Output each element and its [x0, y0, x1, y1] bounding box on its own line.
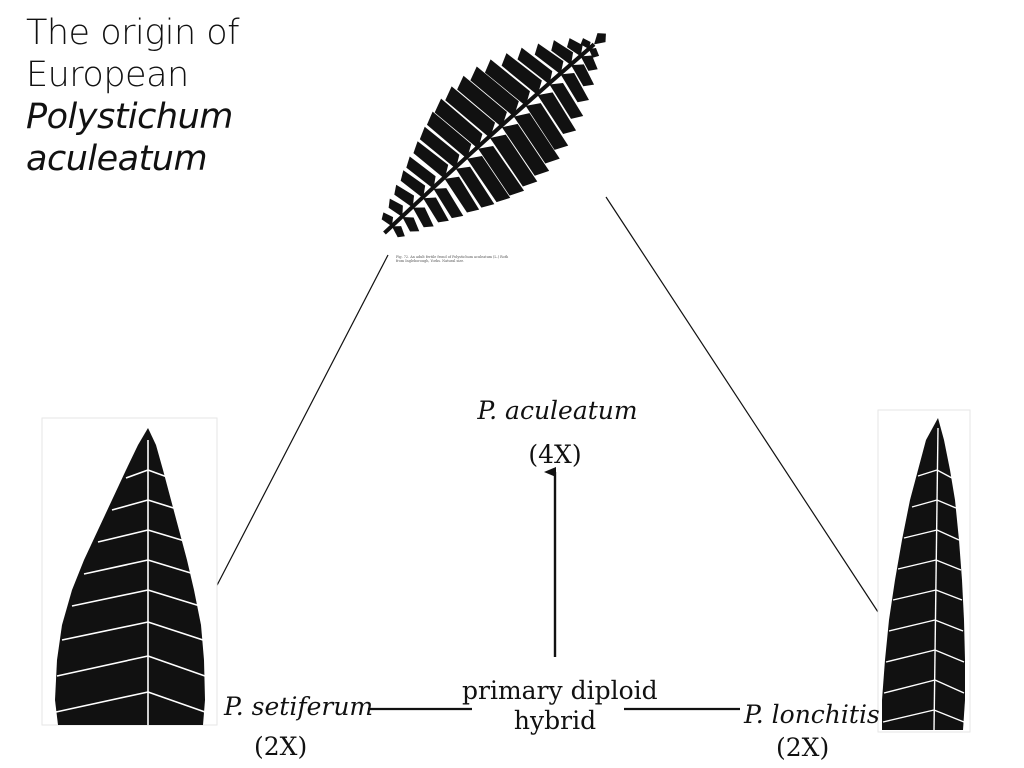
- connector-right: [605, 196, 879, 613]
- title-line-1: The origin of: [26, 13, 240, 53]
- label-lonchitis-name: P. lonchitis: [744, 700, 880, 729]
- connector-left: [197, 254, 389, 623]
- label-lonchitis-ploidy: (2X): [776, 733, 830, 762]
- label-setiferum-name: P. setiferum: [224, 692, 374, 721]
- fern-image-lonchitis: [882, 418, 965, 731]
- label-hybrid-line2: hybrid: [513, 706, 597, 735]
- page-title: The origin of European Polystichum acule…: [26, 12, 240, 180]
- title-line-2: European: [26, 55, 189, 95]
- title-line-4: aculeatum: [26, 139, 208, 179]
- figure-caption: Fig. 72. An adult fertile frond of Polys…: [396, 255, 509, 263]
- fern-image-setiferum: [55, 428, 206, 725]
- label-setiferum-ploidy: (2X): [254, 732, 308, 761]
- label-aculeatum-name: P. aculeatum: [477, 396, 638, 425]
- fern-image-aculeatum: [381, 33, 606, 238]
- title-line-3: Polystichum: [26, 97, 233, 137]
- label-aculeatum-ploidy: (4X): [528, 440, 582, 469]
- label-hybrid-line1: primary diploid: [462, 676, 658, 705]
